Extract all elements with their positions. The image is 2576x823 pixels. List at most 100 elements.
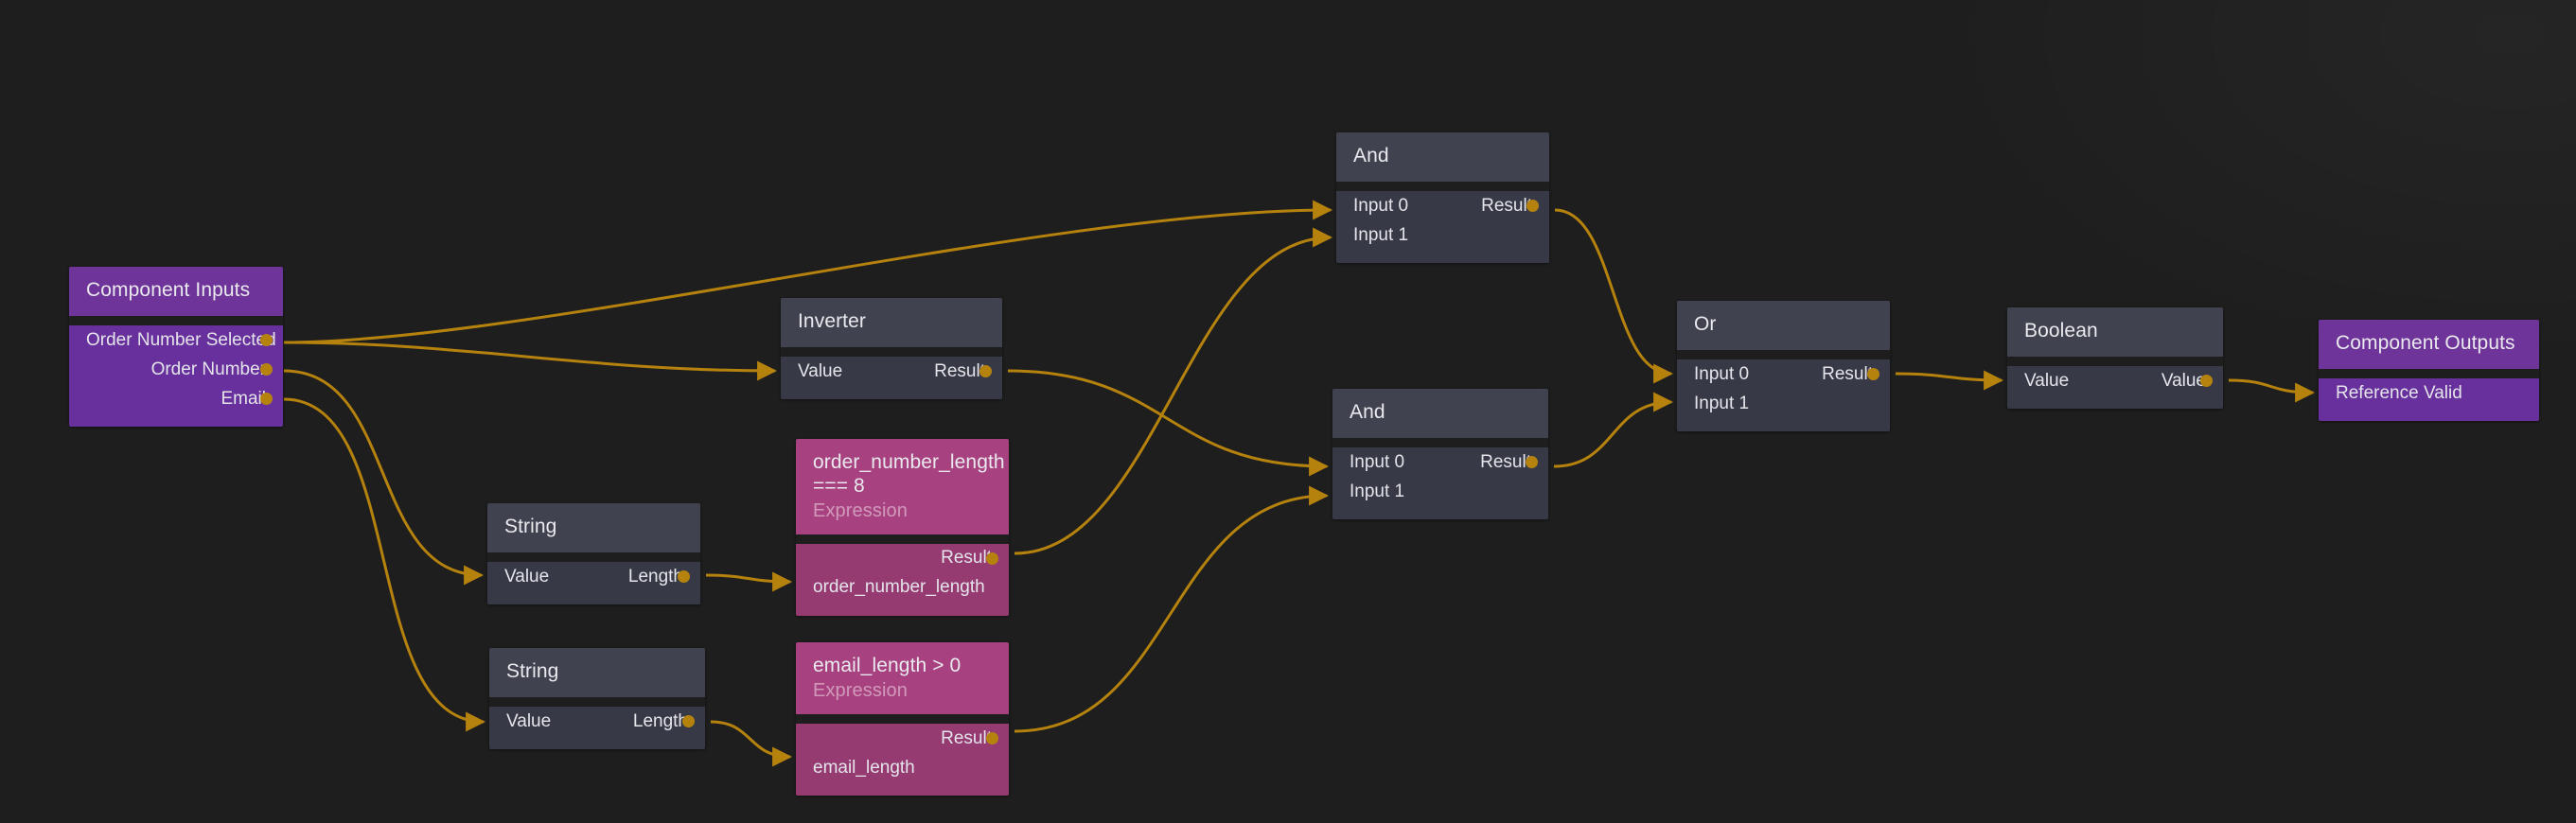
port-output-label: Result	[1822, 363, 1873, 384]
port-dot-output[interactable]	[677, 570, 690, 583]
edge-and-bot-to-or-in1[interactable]	[1553, 392, 1674, 468]
port-row[interactable]: Order Number Selected	[86, 325, 276, 355]
port-dot-output[interactable]	[259, 334, 273, 346]
port-row[interactable]: Input 0 Result	[1350, 447, 1538, 477]
port-row[interactable]: email_length	[813, 753, 992, 782]
node-body-component-outputs: Reference Valid	[2319, 378, 2539, 421]
edge-inverter-to-and-bot-in0[interactable]	[1007, 369, 1330, 477]
port-dot-output[interactable]	[1526, 200, 1539, 212]
node-header-string-order-number: String	[487, 503, 700, 552]
edge-strlen-to-expr-el[interactable]	[710, 720, 793, 767]
port-dot-output[interactable]	[2199, 375, 2213, 387]
port-row[interactable]: order_number_length	[813, 573, 992, 603]
port-dot-output[interactable]	[1866, 368, 1879, 380]
node-header-component-outputs: Component Outputs	[2319, 320, 2539, 369]
edge-boolean-to-outputs[interactable]	[2228, 378, 2316, 403]
port-row[interactable]: Order Number	[86, 355, 273, 384]
node-header-and-bottom: And	[1332, 389, 1548, 438]
edge-and-top-to-or-in0[interactable]	[1554, 208, 1674, 384]
node-title: Component Inputs	[86, 279, 251, 301]
port-dot-output[interactable]	[985, 552, 998, 565]
port-row[interactable]: Result	[813, 724, 998, 753]
port-dot-output[interactable]	[1525, 456, 1538, 468]
node-subtitle: Expression	[813, 499, 908, 521]
edge-expr-el-to-and-bot-in1[interactable]	[1014, 485, 1330, 733]
node-body-padding	[1353, 250, 1532, 263]
edge-ordernum-to-string-value[interactable]	[283, 369, 485, 586]
port-dot-output[interactable]	[985, 732, 998, 745]
port-row[interactable]: Reference Valid	[2336, 378, 2522, 408]
port-dot-output[interactable]	[979, 365, 992, 377]
edge-strlen-to-expr-onl[interactable]	[705, 571, 793, 592]
node-header-boolean: Boolean	[2007, 307, 2223, 357]
port-dot-output[interactable]	[259, 363, 273, 376]
node-title: Inverter	[798, 310, 866, 332]
port-row[interactable]: Input 1	[1694, 389, 1873, 418]
port-output-label: Result	[1481, 195, 1532, 216]
node-header-or: Or	[1677, 301, 1890, 350]
edge-ons-to-inverter-value[interactable]	[283, 341, 778, 381]
node-body-padding	[1350, 506, 1531, 519]
node-body-padding	[1694, 418, 1873, 431]
port-input-label: Input 0	[1694, 363, 1750, 384]
edge-email-to-string-value[interactable]	[283, 397, 486, 732]
node-header-and-top: And	[1336, 132, 1549, 182]
node-title: Or	[1694, 313, 1717, 335]
port-input-label: Input 1	[1353, 224, 1409, 245]
port-output-label: Email	[221, 388, 266, 409]
port-output-label: Length	[632, 710, 688, 731]
port-row[interactable]: Email	[86, 384, 273, 413]
node-title: Component Outputs	[2336, 332, 2515, 354]
node-header-string-email: String	[489, 648, 705, 697]
edge-or-to-boolean[interactable]	[1895, 370, 2004, 391]
port-output-label: Order Number Selected	[86, 329, 276, 350]
port-row[interactable]: Value Length	[506, 707, 695, 736]
port-row[interactable]: Input 1	[1353, 220, 1532, 250]
node-body-padding	[86, 413, 266, 427]
port-output-label: Result	[934, 360, 985, 381]
node-title: email_length > 0	[813, 655, 962, 676]
port-input-label: Value	[504, 566, 550, 587]
port-row[interactable]: Input 0 Result	[1694, 359, 1879, 389]
port-output-label: Result	[1480, 451, 1531, 472]
port-row[interactable]: Result	[813, 544, 998, 573]
port-input-label: Input 1	[1350, 481, 1405, 501]
node-title: String	[506, 660, 559, 682]
node-body-padding	[813, 603, 992, 616]
edge-expr-onl-to-and-top-in1[interactable]	[1014, 227, 1333, 555]
port-input-label: Input 0	[1350, 451, 1405, 472]
port-output-label: Order Number	[150, 359, 266, 379]
node-body-padding	[798, 386, 985, 399]
node-body-padding	[813, 782, 992, 796]
port-input-label: Value	[506, 710, 552, 731]
port-row[interactable]: Input 1	[1350, 477, 1531, 506]
port-dot-output[interactable]	[681, 715, 695, 727]
port-dot-output[interactable]	[259, 393, 273, 405]
port-output-label: Value	[2161, 370, 2206, 391]
port-input-label: order_number_length	[813, 577, 985, 598]
node-title: And	[1353, 145, 1389, 166]
